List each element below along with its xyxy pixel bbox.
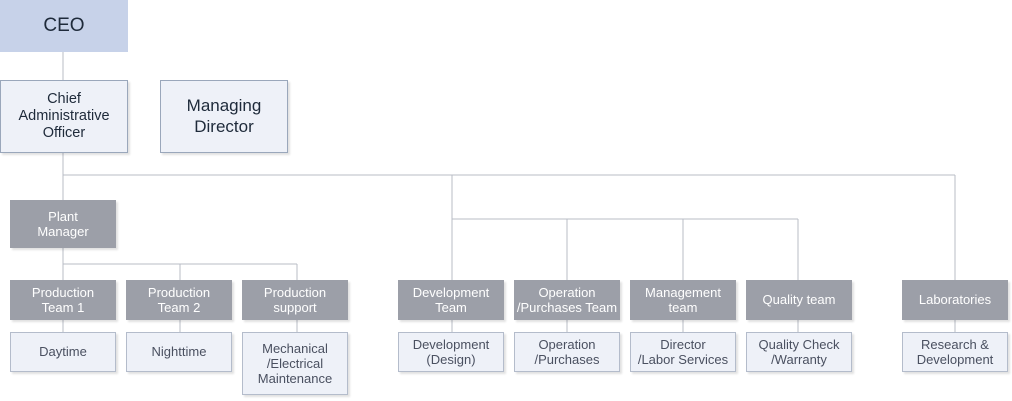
development-team-box: Development Team (398, 280, 504, 320)
production-support-box: Production support (242, 280, 348, 320)
quality-check-warranty-box: Quality Check /Warranty (746, 332, 852, 372)
development-design-box: Development (Design) (398, 332, 504, 372)
research-development-box: Research & Development (902, 332, 1008, 372)
managing-director-box: Managing Director (160, 80, 288, 153)
mechanical-electrical-maintenance-box: Mechanical /Electrical Maintenance (242, 332, 348, 395)
ceo-box: CEO (0, 0, 128, 52)
nighttime-box: Nighttime (126, 332, 232, 372)
management-team-box: Management team (630, 280, 736, 320)
chief-administrative-officer-box: Chief Administrative Officer (0, 80, 128, 153)
operation-purchases-box: Operation /Purchases (514, 332, 620, 372)
quality-team-box: Quality team (746, 280, 852, 320)
production-team-2-box: Production Team 2 (126, 280, 232, 320)
director-labor-services-box: Director /Labor Services (630, 332, 736, 372)
production-team-1-box: Production Team 1 (10, 280, 116, 320)
daytime-box: Daytime (10, 332, 116, 372)
laboratories-box: Laboratories (902, 280, 1008, 320)
operation-purchases-team-box: Operation /Purchases Team (514, 280, 620, 320)
plant-manager-box: Plant Manager (10, 200, 116, 248)
